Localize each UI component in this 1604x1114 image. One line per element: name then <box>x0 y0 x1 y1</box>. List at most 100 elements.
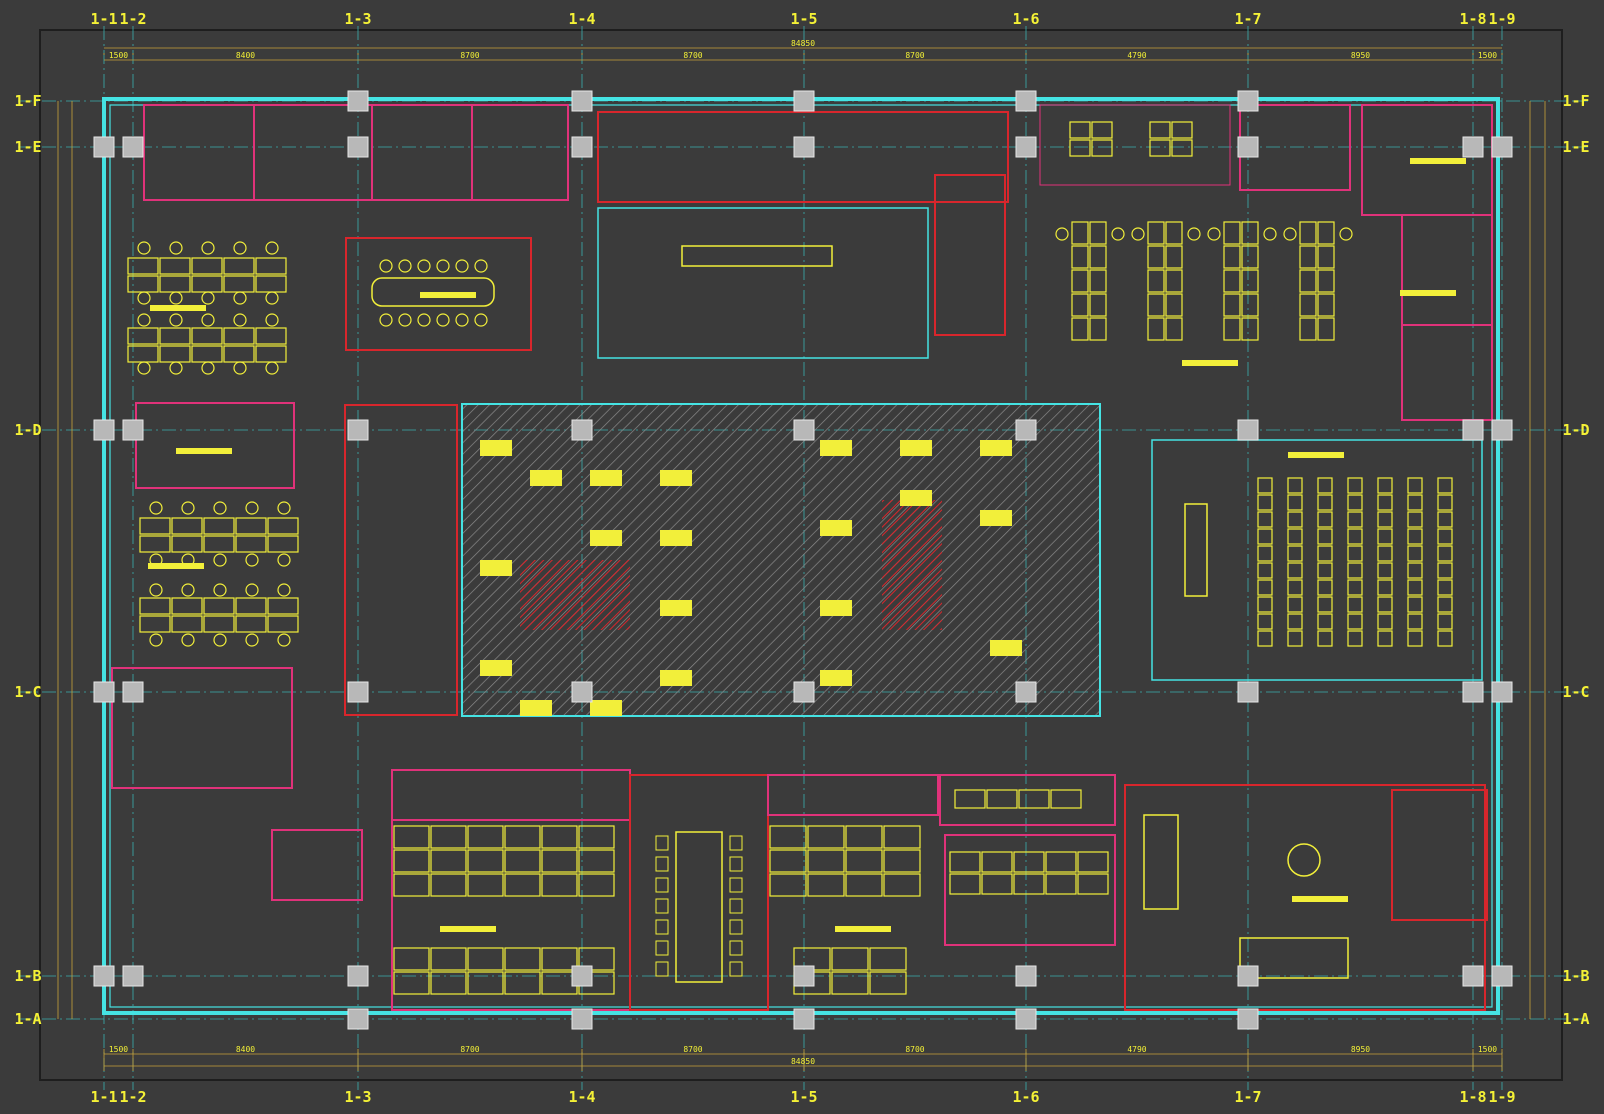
room-tag <box>1400 290 1456 296</box>
structural-column <box>1237 136 1259 158</box>
open-office-bottom <box>944 834 1116 946</box>
structural-column <box>93 681 115 703</box>
workstation-desk <box>869 947 907 971</box>
training-seat <box>1257 613 1273 630</box>
dimension-label: 4790 <box>1127 1045 1146 1054</box>
structural-column <box>93 136 115 158</box>
structural-column <box>1015 681 1037 703</box>
grid-axis-label: 1-3 <box>344 10 371 28</box>
workstation-desk <box>171 615 203 633</box>
office-room <box>471 104 569 201</box>
training-seat <box>1347 528 1363 545</box>
workstation-desk <box>1089 269 1107 293</box>
workstation-desk <box>1165 245 1183 269</box>
workstation-desk <box>1069 121 1091 139</box>
workstation-desk <box>430 873 467 897</box>
training-seat <box>1317 477 1333 494</box>
workstation-desk <box>845 849 883 873</box>
grid-axis-label: 1-5 <box>790 10 817 28</box>
workstation-desk <box>139 615 171 633</box>
chair <box>729 961 743 977</box>
training-seat <box>1347 494 1363 511</box>
chair <box>201 291 215 305</box>
chair <box>213 583 227 597</box>
workstation-desk <box>191 257 223 275</box>
training-seat <box>1437 494 1453 511</box>
workstation-desk <box>1299 221 1317 245</box>
training-seat <box>1317 562 1333 579</box>
dimension-label: 1500 <box>1478 1045 1497 1054</box>
training-seat <box>1287 528 1303 545</box>
workstation-desk <box>1071 293 1089 317</box>
chair <box>137 241 151 255</box>
workstation-desk <box>1050 789 1082 809</box>
room-tag <box>1410 158 1466 164</box>
training-seat <box>1317 613 1333 630</box>
training-seat <box>1287 545 1303 562</box>
workstation-desk <box>430 971 467 995</box>
training-seat <box>1287 494 1303 511</box>
grid-axis-label: 1-4 <box>568 1088 595 1106</box>
workstation-desk <box>504 971 541 995</box>
chair <box>474 313 488 327</box>
structural-column <box>793 965 815 987</box>
office-room <box>939 774 1116 826</box>
chair <box>455 259 469 273</box>
workstation-desk <box>1147 245 1165 269</box>
workstation-desk <box>267 517 299 535</box>
chair <box>181 583 195 597</box>
structural-column <box>1015 90 1037 112</box>
chair <box>436 259 450 273</box>
grid-axis-label: 1-D <box>1562 421 1589 439</box>
workstation-desk <box>255 327 287 345</box>
chair <box>398 313 412 327</box>
workstation-desk <box>1077 851 1109 873</box>
workstation-desk <box>831 947 869 971</box>
dimension-label: 8400 <box>236 1045 255 1054</box>
training-seat <box>1407 579 1423 596</box>
training-seat <box>1407 545 1423 562</box>
chair <box>169 241 183 255</box>
chair <box>265 313 279 327</box>
workstation-desk <box>1241 245 1259 269</box>
workstation-desk <box>1241 293 1259 317</box>
chair <box>655 856 669 872</box>
grid-axis-label: 1-C <box>14 683 41 701</box>
workstation-desk <box>1089 221 1107 245</box>
chair <box>398 259 412 273</box>
chair <box>201 361 215 375</box>
equipment-block <box>480 560 512 576</box>
workstation-desk <box>1071 245 1089 269</box>
workstation-desk <box>1071 317 1089 341</box>
workstation-desk <box>769 873 807 897</box>
workstation-desk <box>139 535 171 553</box>
workstation-desk <box>1241 317 1259 341</box>
grid-axis-label: 1-F <box>14 92 41 110</box>
workstation-desk <box>1071 269 1089 293</box>
workstation-desk <box>430 947 467 971</box>
dimension-label: 8700 <box>683 1045 702 1054</box>
equipment-block <box>980 510 1012 526</box>
workstation-desk <box>1223 221 1241 245</box>
grid-axis-label: 1-E <box>1562 138 1589 156</box>
workstation-desk <box>393 947 430 971</box>
structural-column <box>793 90 815 112</box>
grid-axis-label: 1-A <box>1562 1010 1589 1028</box>
workstation-desk <box>1171 139 1193 157</box>
training-seat <box>1437 579 1453 596</box>
training-seat <box>1347 613 1363 630</box>
grid-axis-label: 1-A <box>14 1010 41 1028</box>
structural-column <box>793 136 815 158</box>
grid-axis-label: 1-6 <box>1012 1088 1039 1106</box>
workstation-desk <box>541 825 578 849</box>
dimension-label: 1500 <box>109 51 128 60</box>
workstation-desk <box>171 535 203 553</box>
training-seat <box>1317 528 1333 545</box>
dimension-label: 1500 <box>1478 51 1497 60</box>
chair <box>474 259 488 273</box>
workstation-desk <box>255 257 287 275</box>
chair <box>277 553 291 567</box>
training-seat <box>1257 528 1273 545</box>
room-tag <box>1182 360 1238 366</box>
equipment-block <box>480 440 512 456</box>
